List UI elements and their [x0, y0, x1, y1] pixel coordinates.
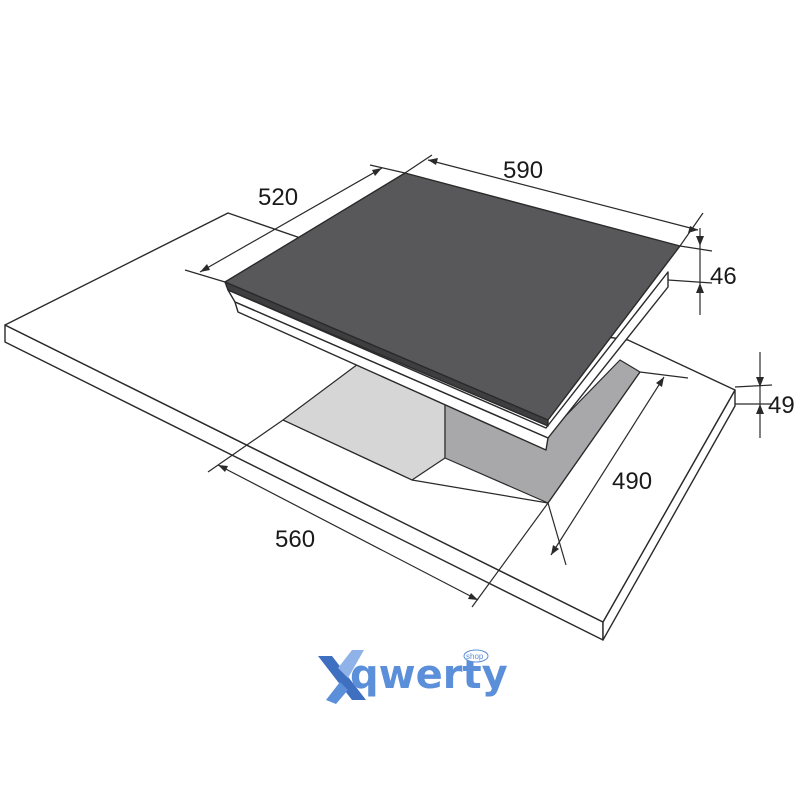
arrowhead: [200, 264, 210, 272]
dim-560-extension-right: [471, 502, 549, 608]
dim-490-extension-bottom: [547, 502, 567, 566]
arrowhead: [696, 236, 704, 246]
dim-590-line: [427, 159, 699, 231]
hob-body-under: [234, 301, 549, 451]
arrowhead: [428, 158, 438, 165]
hob-glass-edge: [224, 281, 549, 427]
arrowhead: [688, 226, 698, 233]
dimension-arrowheads: [200, 158, 764, 600]
arrowhead: [756, 377, 764, 387]
arrowhead: [218, 465, 228, 472]
logo-shop-badge: [463, 649, 489, 663]
dim-label-520: 520: [258, 184, 298, 211]
dim-520-line: [199, 167, 383, 273]
dim-49-extension-top: [734, 384, 773, 388]
cutout: [282, 359, 641, 504]
arrowhead: [551, 545, 559, 555]
dim-label-490: 490: [612, 468, 652, 495]
arrowhead: [372, 168, 382, 176]
dim-label-49: 49: [768, 392, 795, 419]
dim-46-extension-bottom: [667, 279, 713, 284]
dimension-lines: [184, 154, 773, 608]
arrowhead: [656, 377, 664, 387]
dim-490-extension-top: [639, 371, 689, 379]
dim-46-extension-top: [679, 245, 713, 252]
dim-590-extension-left: [404, 154, 433, 174]
hob: [224, 172, 681, 451]
dim-label-560: 560: [275, 526, 315, 553]
dim-520-extension-top: [369, 164, 406, 174]
dim-490-line: [550, 376, 665, 556]
dim-label-590: 590: [503, 157, 543, 184]
logo-shop-text: shop: [466, 652, 484, 661]
arrowhead: [756, 404, 764, 414]
x-mark-icon: [318, 650, 366, 704]
dim-label-46: 46: [710, 263, 737, 290]
cutout-rim: [282, 371, 641, 504]
qwerty-shop-logo: qwerty shop: [318, 649, 508, 704]
dim-520-extension-bottom: [184, 269, 226, 283]
dim-560-extension-left: [207, 419, 284, 473]
arrowhead: [468, 593, 478, 600]
dim-560-line: [217, 464, 479, 601]
arrowhead: [696, 283, 704, 293]
